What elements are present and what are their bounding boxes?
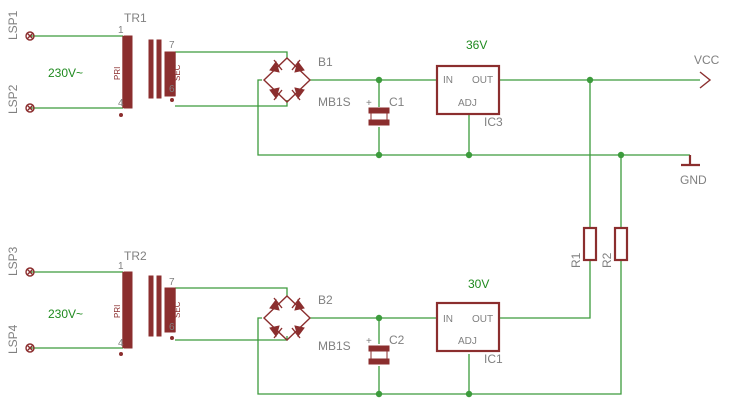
capacitor-c1[interactable]: + C1 [366,95,405,126]
regulator-name: IC1 [484,352,503,366]
connector-label: LSP1 [6,10,20,40]
voltage-regulator-ic3[interactable]: IN OUT ADJ IC3 36V [435,38,503,129]
junction-dot [375,390,383,398]
junctions [375,76,625,398]
bridge-value: MB1S [318,339,351,353]
connector-lsp1[interactable]: LSP1 [6,10,35,41]
diode-icon [269,59,283,73]
regulator-value: 36V [466,38,487,52]
vcc-label: VCC [694,53,720,67]
capacitor-c2[interactable]: + C2 [366,333,405,365]
pin-out-label: OUT [472,75,493,86]
vcc-symbol[interactable]: VCC [694,53,720,89]
junction-dot [586,76,594,84]
pin-label: 4 [118,338,124,349]
capacitor-name: C1 [389,95,405,109]
secondary-label: SEC [173,64,182,81]
regulator-value: 30V [468,277,489,291]
diode-icon [269,325,283,339]
diode-icon [291,297,305,311]
pin-label: 6 [169,322,175,333]
transformer-tr2[interactable]: TR2 PRI SEC 1 4 7 6 [113,249,182,356]
resistor-name: R1 [569,252,583,268]
secondary-label: SEC [173,301,182,318]
connector-lsp4[interactable]: LSP4 [6,324,35,354]
connector-label: LSP4 [6,324,20,354]
regulator-name: IC3 [484,115,503,129]
pin-label: 6 [169,84,175,95]
resistor-name: R2 [600,252,614,268]
bridge-rectifier-b2[interactable]: B2 MB1S [262,293,351,353]
connector-lsp3[interactable]: LSP3 [6,246,35,277]
diode-icon [291,87,305,101]
junction-dot [617,151,625,159]
pin-adj-label: ADJ [458,336,477,347]
pin-in-label: IN [443,314,453,325]
polarity-mark: + [366,98,372,109]
diode-icon [291,59,305,73]
wires [30,35,700,395]
gnd-label: GND [680,173,707,187]
junction-dot [375,76,383,84]
primary-label: PRI [113,67,122,80]
polarity-mark: + [366,336,372,347]
transformer-name: TR1 [124,11,147,25]
bridge-value: MB1S [318,95,351,109]
diode-icon [291,325,305,339]
bridge-name: B2 [318,293,333,307]
pin-out-label: OUT [472,314,493,325]
junction-dot [375,314,383,322]
bridge-rectifier-b1[interactable]: B1 MB1S [262,55,351,109]
pin-label: 7 [169,40,175,51]
pin-in-label: IN [443,75,453,86]
capacitor-name: C2 [389,333,405,347]
input-voltage-label: 230V~ [48,307,83,321]
transformer-tr1[interactable]: TR1 PRI SEC 1 4 7 6 [113,11,182,117]
pin-label: 1 [118,261,124,272]
diode-icon [269,87,283,101]
pin-adj-label: ADJ [458,98,477,109]
connector-label: LSP3 [6,246,20,276]
junction-dot [465,390,473,398]
bridge-name: B1 [318,55,333,69]
resistor-r1[interactable]: R1 [569,226,598,268]
primary-label: PRI [113,305,122,318]
voltage-regulator-ic1[interactable]: IN OUT ADJ IC1 30V [435,277,503,366]
gnd-symbol[interactable]: GND [680,155,707,187]
junction-dot [375,151,383,159]
pin-label: 7 [169,277,175,288]
junction-dot [465,151,473,159]
input-voltage-label: 230V~ [48,66,83,80]
resistor-r2[interactable]: R2 [600,226,629,268]
pin-label: 4 [118,98,124,109]
pin-label: 1 [118,25,124,36]
connector-lsp2[interactable]: LSP2 [6,84,35,114]
connector-label: LSP2 [6,84,20,114]
diode-icon [269,297,283,311]
transformer-name: TR2 [124,249,147,263]
